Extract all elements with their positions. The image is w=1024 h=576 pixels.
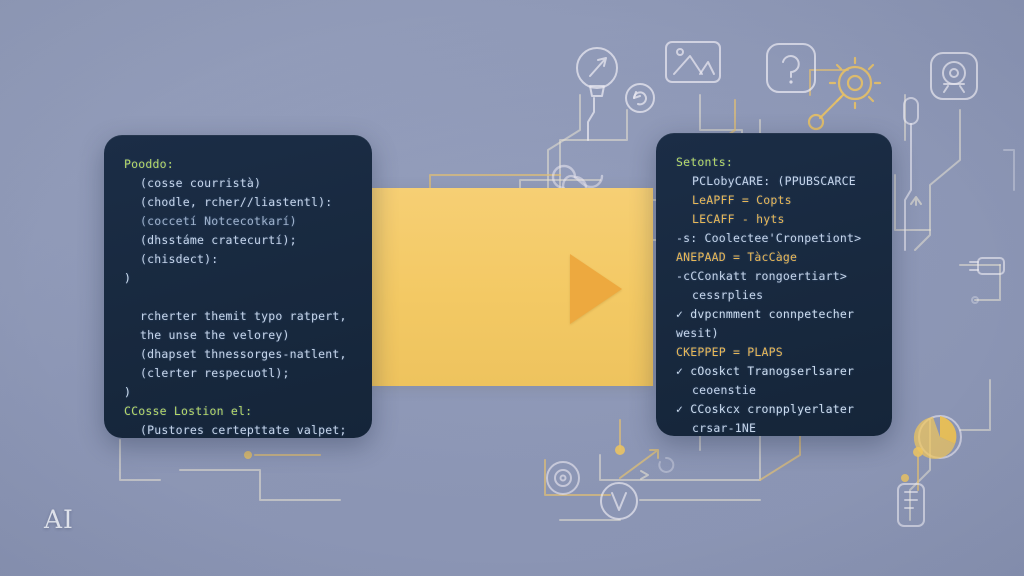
code-line: LeAPFF = Copts [692, 193, 792, 207]
code-line: CKEPPEP = PLAPS [676, 345, 783, 359]
capsule-icon [903, 97, 919, 251]
code-line [124, 288, 354, 307]
code-line: ) [124, 385, 132, 399]
gear-icon [807, 56, 882, 131]
code-line: crsar-1NE [692, 421, 757, 435]
code-line: ✓ cOoskct Tranogserlsarer [676, 364, 855, 378]
code-panel-left[interactable]: Pooddo: (cosse courristà) (chodle, rcher//… [104, 135, 372, 438]
code-panel-left-lines: Pooddo: (cosse courristà) (chodle, rcher//… [124, 155, 354, 438]
webcam-icon [930, 52, 978, 100]
code-line: (coccetí Notcecotkarí) [140, 214, 297, 228]
code-line: (cosse courristà) [140, 176, 262, 190]
code-line: wesit) [676, 326, 719, 340]
code-line: ceoenstie [692, 383, 757, 397]
code-line: PCLobyCARE: (PPUBSCARCE [692, 174, 856, 188]
code-line: rcherter themit typo ratpert, [140, 309, 347, 323]
mobile-phone-icon [897, 483, 925, 527]
code-line: -cCConkatt rongoertiart> [676, 269, 847, 283]
ai-wordmark: AI [44, 505, 74, 534]
code-line: ANEPAAD = TàcCàge [676, 250, 798, 264]
code-line: CCosse Lostion el: [124, 404, 253, 418]
code-line: ✓ CCoskcx cronpplyerlater [676, 402, 855, 416]
image-frame-icon [665, 41, 721, 83]
code-line: -s: Coolectee'Cronpetiont> [676, 231, 862, 245]
code-line: (dhapset thnessorges-natlent, [140, 347, 347, 361]
plug-icon [969, 257, 1005, 275]
code-line: Setonts: [676, 155, 733, 169]
code-line: cessrplies [692, 288, 764, 302]
target-badge-icon [546, 461, 580, 495]
code-line: ✓ dvpcnmment connpetecher [676, 307, 855, 321]
pie-chart-icon [913, 415, 962, 459]
code-line: Pooddo: [124, 157, 174, 171]
code-panel-right-lines: Setonts: PCLobyCARE: (PPUBSCARCE LeAPFF = … [676, 153, 874, 436]
question-mark-icon [766, 43, 816, 93]
code-line: (chodle, rcher//liastentl): [140, 195, 333, 209]
lightbulb-icon [576, 47, 618, 141]
play-arrow-icon [570, 254, 622, 324]
code-line: LECAFF - hyts [692, 212, 785, 226]
code-panel-right[interactable]: Setonts: PCLobyCARE: (PPUBSCARCE LeAPFF = … [656, 133, 892, 436]
code-line: (chisdect): [140, 252, 219, 266]
code-line: the unse the velorey) [140, 328, 290, 342]
v-badge-icon [600, 482, 638, 520]
refresh-badge-icon [625, 83, 655, 113]
code-line: (Pustores certepttate valpet; [140, 423, 347, 437]
code-line: (dhsstáme cratecurtí); [140, 233, 297, 247]
code-line: ) [124, 271, 132, 285]
trace-arrows-gold [619, 449, 659, 479]
code-line: (clerter respecuotl); [140, 366, 290, 380]
